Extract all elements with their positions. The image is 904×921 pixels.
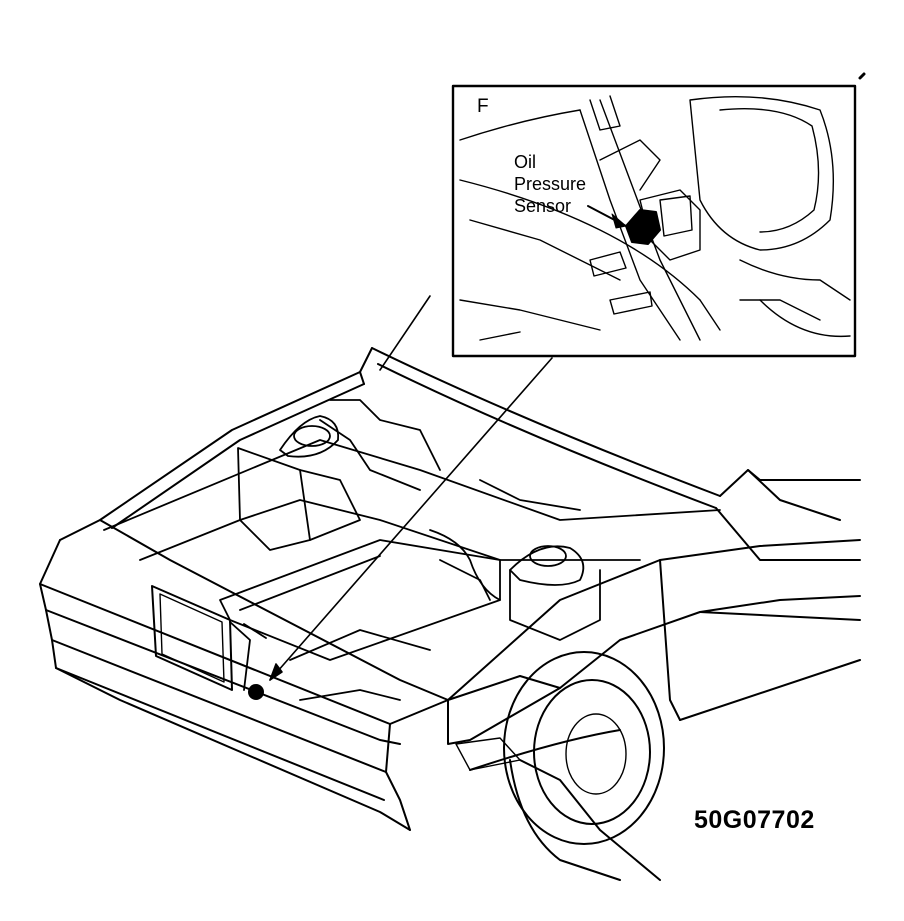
figure-code: 50G07702 [694,806,815,834]
inset-frame [451,84,857,358]
oil-pressure-sensor-icon [625,209,661,245]
inset-view-letter: F [477,96,489,117]
callout-line-2: Pressure [514,174,586,194]
callout-line-3: Sensor [514,196,571,216]
inset-engine-detail [459,95,851,341]
car-body [39,347,861,881]
callout-line-1: Oil [514,152,536,172]
engine-bay [103,399,721,701]
sensor-location-marker-icon [248,684,264,700]
inset-leader-lines [269,72,866,681]
inset-view: F Oil Pressure Sensor [451,84,857,358]
